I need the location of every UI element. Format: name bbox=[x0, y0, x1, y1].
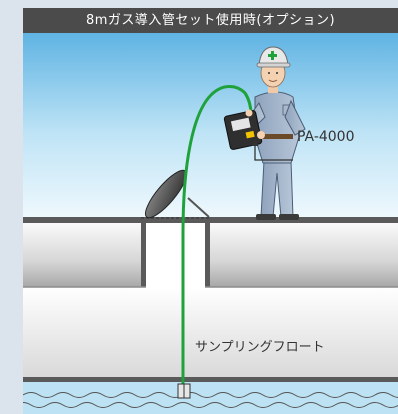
model-label: PA-4000 bbox=[297, 129, 355, 145]
sampling-float bbox=[177, 383, 191, 399]
model-callout-line bbox=[254, 143, 293, 161]
water-surface bbox=[23, 382, 398, 414]
model-callout-arrow bbox=[251, 139, 259, 146]
illustration-panel: 8mガス導入管セット使用時(オプション) bbox=[23, 8, 398, 414]
scene-illustration bbox=[23, 33, 398, 414]
gas-tube bbox=[181, 85, 253, 388]
panel-title: 8mガス導入管セット使用時(オプション) bbox=[23, 8, 398, 33]
pa4000-device bbox=[223, 109, 265, 150]
sky-background bbox=[23, 33, 398, 217]
float-label: サンプリングフロート bbox=[195, 340, 325, 355]
ground-slab bbox=[23, 217, 398, 382]
